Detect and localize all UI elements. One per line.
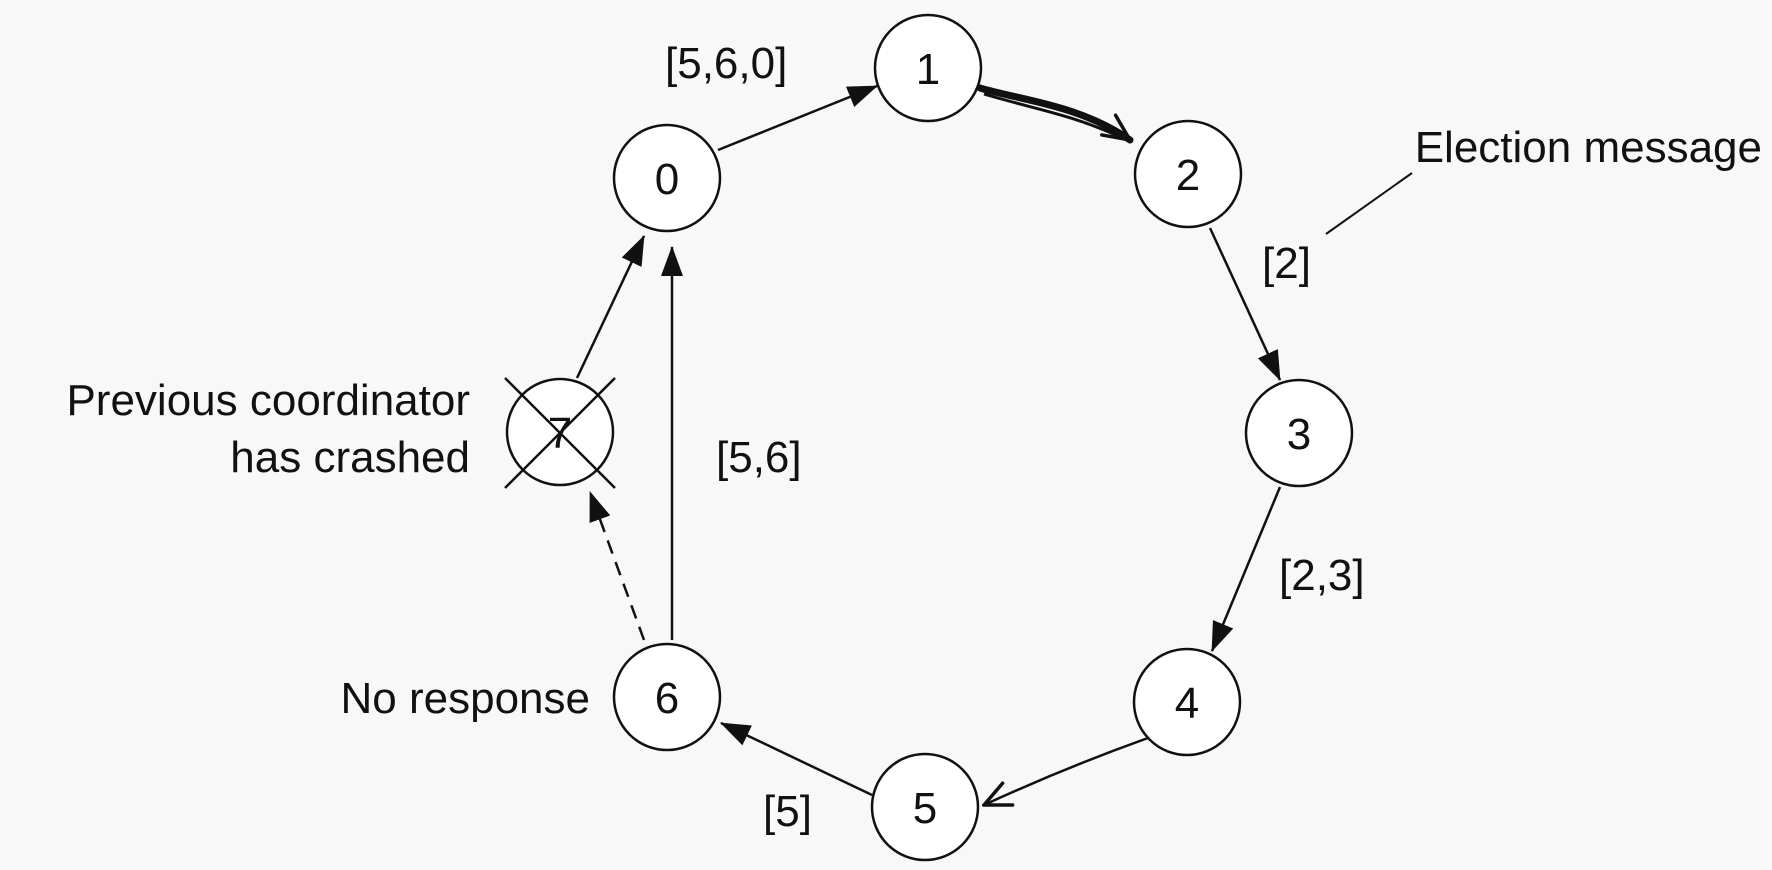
edge-label-2-3: [2]: [1262, 239, 1311, 288]
edge-7-0: [575, 235, 646, 379]
node-5: 5: [870, 752, 980, 862]
edge-3-4: [1210, 486, 1282, 652]
edge-label-3-4: [2,3]: [1279, 551, 1365, 600]
edge-1-2: [976, 84, 1134, 144]
svg-text:6: 6: [655, 674, 679, 723]
svg-text:1: 1: [916, 45, 940, 94]
edge-2-3: [1208, 227, 1282, 381]
node-2: 2: [1133, 119, 1243, 229]
svg-text:5: 5: [913, 784, 937, 833]
edge-6-7: [588, 491, 646, 641]
edge-0-1: [717, 84, 878, 152]
edge-4-5: [984, 736, 1149, 805]
svg-text:0: 0: [655, 155, 679, 204]
node-7-crashed: 7: [504, 377, 616, 489]
edge-5-6: [720, 721, 873, 797]
election-message-leader: [1325, 172, 1413, 235]
no-response-annotation: No response: [341, 674, 590, 723]
edge-label-0-1: [5,6,0]: [665, 39, 787, 88]
node-6: 6: [612, 642, 722, 752]
node-1: 1: [873, 13, 983, 123]
node-4: 4: [1132, 647, 1242, 757]
svg-text:4: 4: [1175, 679, 1199, 728]
edge-label-6-0: [5,6]: [716, 433, 802, 482]
svg-text:2: 2: [1176, 151, 1200, 200]
node-3: 3: [1244, 378, 1354, 488]
svg-text:3: 3: [1287, 410, 1311, 459]
edge-label-5-6: [5]: [763, 787, 812, 836]
election-message-annotation: Election message: [1415, 123, 1762, 172]
crashed-annotation-line1: Previous coordinator: [66, 376, 470, 425]
node-0: 0: [612, 123, 722, 233]
crashed-annotation-line2: has crashed: [230, 433, 470, 482]
